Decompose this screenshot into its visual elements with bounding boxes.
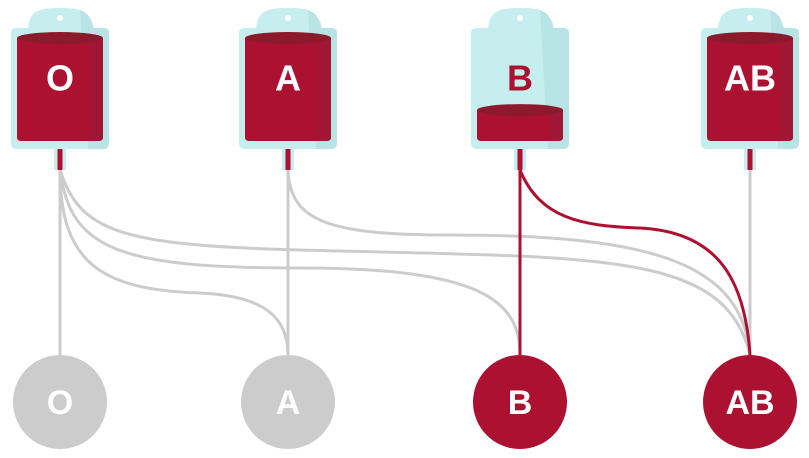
recipient-a: A xyxy=(241,355,335,449)
recipient-o: O xyxy=(13,355,107,449)
recipient-ab: AB xyxy=(703,355,797,449)
connection-a-to-ab xyxy=(286,169,752,356)
donor-bag-b: B xyxy=(471,8,569,170)
donor-bag-a: A xyxy=(239,8,337,170)
connection-b-to-ab xyxy=(518,169,752,356)
donor-label: B xyxy=(507,58,533,99)
connection-o-to-ab xyxy=(58,169,752,356)
donor-label: O xyxy=(46,58,74,99)
donor-label: AB xyxy=(724,58,776,99)
recipient-label: AB xyxy=(725,384,774,422)
donor-label: A xyxy=(275,58,301,99)
recipient-label: O xyxy=(47,384,73,422)
donor-bag-ab: AB xyxy=(701,8,799,170)
recipient-b: B xyxy=(473,355,567,449)
recipient-label: A xyxy=(276,384,301,422)
connection-lines xyxy=(58,169,752,356)
connection-o-to-b xyxy=(58,169,522,356)
donor-bag-o: O xyxy=(11,8,109,170)
connection-o-to-a xyxy=(58,169,290,356)
recipient-label: B xyxy=(508,384,533,422)
